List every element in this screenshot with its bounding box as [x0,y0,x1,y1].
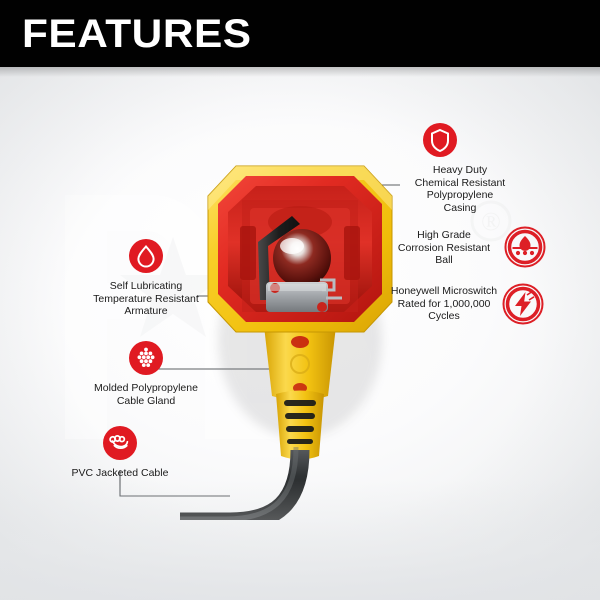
strain-relief [276,390,324,460]
feature-label-pvc-jacketed-cable: PVC Jacketed Cable [71,467,169,479]
casing-cavity [228,186,372,312]
feature-pvc-jacketed-cable: PVC Jacketed Cable [40,425,200,480]
feature-label-self-lubricating-armature: Self Lubricating Temperature Resistant A… [93,280,199,318]
header-shadow [0,67,600,77]
feature-self-lubricating-armature: Self Lubricating Temperature Resistant A… [56,238,236,318]
shield-icon [423,123,457,157]
molecule-cluster-icon [129,341,163,375]
footer-gradient [0,480,600,600]
feature-heavy-duty-casing: Heavy Duty Chemical Resistant Polypropyl… [400,122,520,214]
feature-label-honeywell-microswitch: Honeywell Microswitch Rated for 1,000,00… [390,285,498,323]
lightning-bolt-icon [502,283,544,325]
header-bar: FEATURES [0,0,600,67]
feature-label-corrosion-resistant-ball: High Grade Corrosion Resistant Ball [397,229,491,267]
feature-molded-cable-gland: Molded Polypropylene Cable Gland [56,340,236,407]
honeywell-microswitch [266,278,342,312]
red-casing [218,176,382,322]
feature-label-heavy-duty-casing: Heavy Duty Chemical Resistant Polypropyl… [414,164,506,214]
feature-corrosion-resistant-ball: High Grade Corrosion Resistant Ball [388,226,548,268]
feature-label-molded-cable-gland: Molded Polypropylene Cable Gland [94,382,198,407]
coiled-cable-icon [103,426,137,460]
water-droplet-icon [129,239,163,273]
cable-gland-neck [264,326,336,401]
feature-honeywell-microswitch: Honeywell Microswitch Rated for 1,000,00… [388,283,548,325]
page-title: FEATURES [22,11,252,56]
corrosion-ball-icon [504,226,546,268]
float-armature [258,216,300,300]
corrosion-resistant-ball [273,229,331,287]
